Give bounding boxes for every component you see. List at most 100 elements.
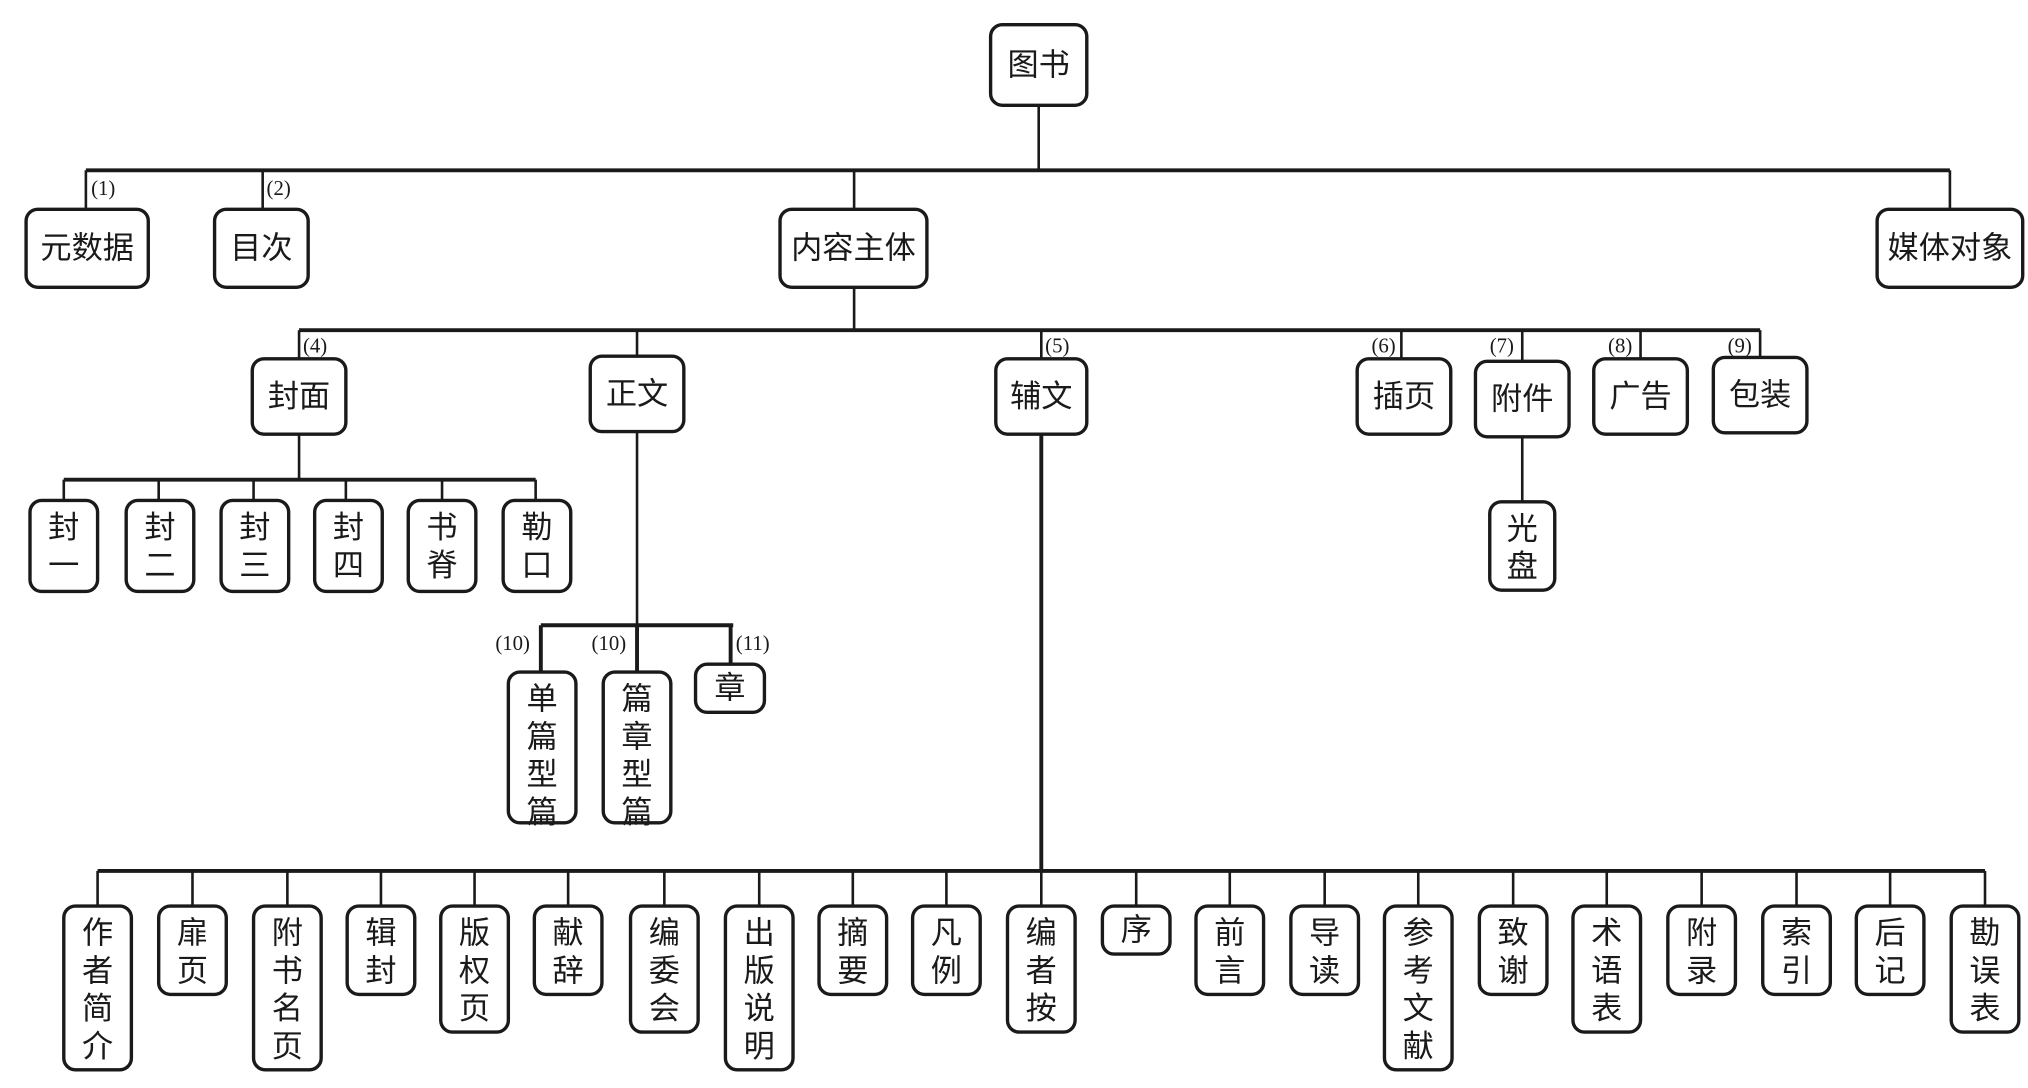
node-label: 索引 xyxy=(1781,916,1812,990)
node-label: 章 xyxy=(714,671,745,707)
node-label: 术语表 xyxy=(1591,916,1622,1027)
node-label: 广告 xyxy=(1609,379,1671,415)
node-box xyxy=(1289,904,1361,997)
node-root: 图书 xyxy=(988,23,1089,107)
node-box xyxy=(501,498,573,594)
label-cover: (4) xyxy=(303,334,327,357)
node-box xyxy=(406,498,478,594)
node-cover_1: 封一 xyxy=(28,498,100,594)
node-label: 扉页 xyxy=(177,916,208,990)
node-label: 图书 xyxy=(1008,47,1070,83)
node-aux_text: 辅文 xyxy=(994,357,1089,436)
node-aux-5: 献辞 xyxy=(532,904,604,997)
node-aux-0: 作者简介 xyxy=(62,904,134,1072)
label-metadata: (1) xyxy=(91,177,115,200)
node-spine: 书脊 xyxy=(406,498,478,594)
node-label: 书脊 xyxy=(426,510,457,584)
node-single_article: 单篇型篇 xyxy=(506,670,578,831)
node-aux-10: 编者按 xyxy=(1005,904,1077,1034)
node-aux-13: 导读 xyxy=(1289,904,1361,997)
node-label: 封一 xyxy=(48,510,79,584)
node-label: 封二 xyxy=(144,510,175,584)
node-label: 封四 xyxy=(333,510,364,584)
node-box xyxy=(219,498,291,594)
label-insert_page: (6) xyxy=(1371,334,1395,357)
node-box xyxy=(1949,904,2021,1034)
node-label: 附书名页 xyxy=(272,916,303,1065)
node-box xyxy=(62,904,134,1072)
node-box xyxy=(1100,904,1172,956)
node-box xyxy=(156,904,228,997)
node-cover_4: 封四 xyxy=(312,498,384,594)
label-attachment: (7) xyxy=(1490,334,1514,357)
label-toc: (2) xyxy=(267,177,291,200)
node-box xyxy=(1473,359,1571,439)
node-label: 后记 xyxy=(1875,916,1906,990)
node-cover_2: 封二 xyxy=(124,498,196,594)
node-aux-9: 凡例 xyxy=(910,904,982,997)
node-box xyxy=(250,357,348,436)
node-box xyxy=(817,904,889,997)
node-label: 单篇型篇 xyxy=(527,682,558,831)
node-aux-17: 附录 xyxy=(1666,904,1738,997)
node-label: 附录 xyxy=(1686,916,1717,990)
node-aux-6: 编委会 xyxy=(628,904,700,1034)
node-box xyxy=(1355,357,1453,436)
node-label: 参考文献 xyxy=(1403,916,1434,1065)
node-aux-12: 前言 xyxy=(1194,904,1266,997)
node-chapter: 章 xyxy=(693,662,767,715)
node-aux-19: 后记 xyxy=(1854,904,1926,997)
node-box xyxy=(28,498,100,594)
label-single_article: (10) xyxy=(495,632,530,655)
node-advertisement: 广告 xyxy=(1592,357,1690,436)
node-aux-14: 参考文献 xyxy=(1382,904,1454,1072)
node-aux-18: 索引 xyxy=(1761,904,1833,997)
node-aux-20: 勘误表 xyxy=(1949,904,2021,1034)
node-aux-16: 术语表 xyxy=(1571,904,1643,1034)
node-box xyxy=(1382,904,1454,1072)
node-media_object: 媒体对象 xyxy=(1875,207,2025,289)
node-aux-4: 版权页 xyxy=(439,904,511,1034)
node-toc: 目次 xyxy=(212,207,310,289)
node-label: 辅文 xyxy=(1010,379,1072,415)
node-box xyxy=(723,904,795,1072)
node-box xyxy=(778,207,929,289)
node-box xyxy=(532,904,604,997)
label-aux_text: (5) xyxy=(1045,334,1069,357)
node-packaging: 包装 xyxy=(1711,355,1809,435)
node-label: 凡例 xyxy=(931,916,962,990)
node-label: 致谢 xyxy=(1498,916,1529,990)
node-label: 封面 xyxy=(268,379,330,415)
node-aux-2: 附书名页 xyxy=(251,904,323,1072)
node-box xyxy=(1875,207,2025,289)
node-label: 元数据 xyxy=(40,231,134,267)
label-advertisement: (8) xyxy=(1608,334,1632,357)
node-label: 正文 xyxy=(606,376,668,412)
node-label: 内容主体 xyxy=(791,231,916,267)
node-box xyxy=(1711,355,1809,435)
node-label: 插页 xyxy=(1373,379,1435,415)
node-aux-3: 辑封 xyxy=(345,904,417,997)
node-label: 编者按 xyxy=(1026,916,1057,1027)
node-cd: 光盘 xyxy=(1488,500,1557,592)
node-insert_page: 插页 xyxy=(1355,357,1453,436)
node-box xyxy=(1571,904,1643,1034)
node-label: 媒体对象 xyxy=(1888,231,2013,267)
node-box xyxy=(601,670,673,825)
node-box xyxy=(1194,904,1266,997)
node-fore_edge: 勒口 xyxy=(501,498,573,594)
node-metadata: 元数据 xyxy=(24,207,150,289)
node-label: 篇章型篇 xyxy=(621,682,652,831)
node-box xyxy=(1005,904,1077,1034)
node-box xyxy=(345,904,417,997)
node-box xyxy=(988,23,1089,107)
node-aux-15: 致谢 xyxy=(1477,904,1549,997)
node-box xyxy=(212,207,310,289)
node-box xyxy=(588,354,686,434)
node-box xyxy=(693,662,767,715)
node-label: 辑封 xyxy=(365,916,396,990)
node-attachment: 附件 xyxy=(1473,359,1571,439)
node-content_body: 内容主体 xyxy=(778,207,929,289)
node-cover: 封面 xyxy=(250,357,348,436)
